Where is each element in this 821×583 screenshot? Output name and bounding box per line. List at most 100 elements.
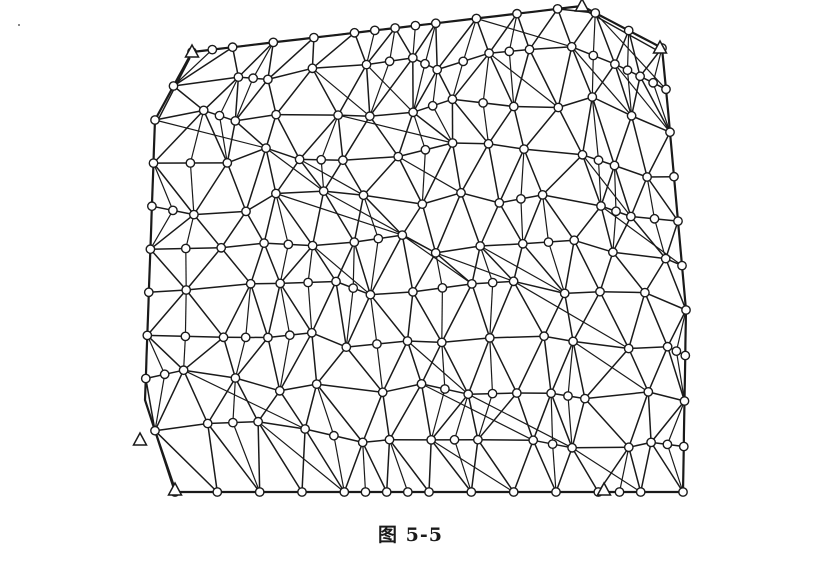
mesh-edge — [222, 283, 252, 338]
mesh-node — [316, 154, 327, 165]
mesh-node — [275, 278, 286, 289]
mesh-node — [407, 286, 418, 297]
mesh-edge — [369, 61, 391, 117]
mesh-edge — [626, 70, 633, 116]
mesh-edge — [451, 142, 462, 193]
mesh-edge — [311, 281, 337, 334]
mesh-node — [566, 41, 577, 52]
mesh-edge — [567, 341, 574, 397]
mesh-edge — [628, 348, 649, 393]
mesh-edge — [652, 47, 663, 83]
mesh-edge — [152, 109, 205, 164]
mesh-edge — [245, 147, 267, 212]
mesh-edge — [307, 282, 313, 333]
mesh-edge — [320, 159, 325, 192]
mesh-edge — [594, 12, 616, 65]
mesh-edge — [363, 194, 423, 205]
mesh-edge — [421, 203, 437, 254]
mesh-edge — [184, 289, 187, 337]
mesh-node — [408, 107, 418, 118]
figure-caption: 图 5-5 — [378, 524, 443, 546]
mesh-edge — [571, 46, 593, 98]
mesh-edge — [173, 46, 234, 87]
mesh-edge — [323, 159, 344, 192]
mesh-edge — [353, 32, 368, 65]
mesh-edge — [571, 46, 633, 117]
mesh-edge — [467, 394, 479, 440]
mesh-edge — [369, 111, 414, 117]
mesh-edge — [352, 242, 355, 289]
mesh-edge — [572, 446, 629, 449]
mesh-edge — [232, 422, 261, 493]
mesh-edge — [412, 63, 426, 113]
mesh-edge — [412, 252, 437, 293]
mesh-node — [181, 285, 192, 295]
mesh-edge — [513, 49, 531, 107]
mesh-node — [303, 277, 313, 288]
mesh-edge — [612, 251, 666, 260]
mesh-edge — [599, 290, 645, 294]
mesh-edge — [564, 290, 601, 295]
mesh-edge — [453, 394, 469, 440]
mesh-edge — [276, 113, 339, 116]
mesh-node — [483, 138, 494, 149]
mesh-edge — [516, 13, 531, 50]
mesh-edge — [183, 369, 306, 430]
mesh-node — [669, 171, 679, 182]
mesh-edge — [543, 335, 574, 343]
mesh-node — [297, 487, 307, 497]
mesh-node — [283, 239, 294, 250]
mesh-node — [390, 23, 400, 33]
mesh-edge — [193, 162, 228, 216]
mesh-edge — [388, 439, 409, 493]
mesh-node — [407, 53, 418, 63]
mesh-node — [587, 92, 598, 102]
mesh-edge — [462, 18, 477, 62]
mesh-node — [185, 158, 196, 168]
mesh-edge — [406, 340, 423, 385]
mesh-edge — [407, 340, 469, 395]
mesh-node — [475, 241, 486, 251]
mesh-node — [528, 435, 539, 446]
mesh-edge — [612, 216, 632, 253]
mesh-edge — [370, 291, 413, 296]
mesh-edge — [311, 32, 355, 69]
mesh-node — [456, 187, 466, 198]
mesh-edge — [471, 283, 491, 339]
mesh-edge — [265, 147, 277, 194]
mesh-edge — [520, 149, 525, 199]
mesh-edge — [482, 53, 490, 103]
mesh-edge — [376, 343, 384, 393]
mesh-edge — [477, 439, 515, 493]
mesh-edge — [257, 421, 303, 493]
mesh-node — [580, 393, 590, 404]
boundary-triangle-marker — [652, 39, 668, 54]
mesh-node — [646, 437, 656, 448]
mesh-edge — [183, 336, 224, 371]
mesh-node — [484, 48, 494, 59]
mesh-node — [577, 149, 588, 160]
mesh-node — [539, 331, 549, 342]
mesh-node — [328, 430, 339, 441]
mesh-edge — [613, 115, 633, 166]
mesh-edge — [528, 49, 559, 108]
mesh-edge — [397, 156, 462, 194]
mesh-edge — [591, 96, 600, 161]
mesh-node — [622, 65, 633, 76]
mesh-edge — [311, 67, 339, 116]
mesh-node — [393, 151, 404, 162]
mesh-node — [402, 336, 413, 346]
mesh-edge — [612, 251, 646, 294]
boundary-markers — [132, 0, 668, 496]
mesh-node — [365, 289, 376, 300]
mesh-node — [268, 37, 279, 48]
mesh-edge — [149, 214, 195, 250]
mesh-edge — [523, 107, 559, 150]
mesh-node — [148, 158, 159, 169]
mesh-edge — [563, 240, 575, 294]
mesh-node — [447, 138, 458, 148]
mesh-node — [230, 373, 241, 383]
mesh-edge — [618, 447, 630, 493]
mesh-edge — [613, 165, 632, 217]
mesh-node — [339, 487, 350, 497]
